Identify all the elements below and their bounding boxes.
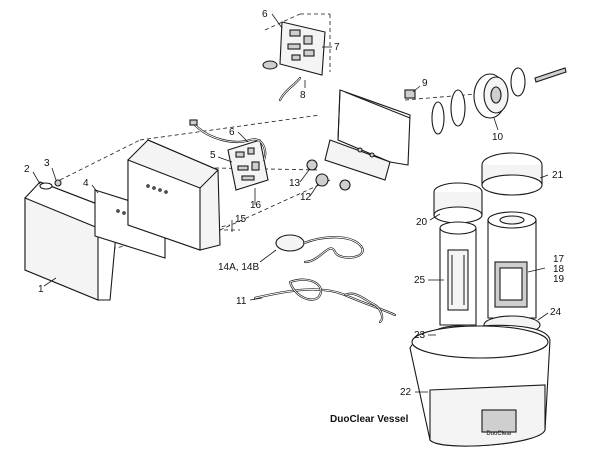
callout-6-upper: 6 [262, 9, 268, 20]
vessel-title: DuoClear Vessel [330, 414, 409, 425]
part-circuit-board-lower [227, 139, 269, 191]
callout-8: 8 [300, 90, 306, 101]
callout-16: 16 [250, 200, 262, 211]
callout-6-lower: 6 [229, 127, 235, 138]
part-housing [127, 139, 221, 251]
callout-23: 23 [414, 330, 426, 341]
part-cap-assembly [431, 67, 567, 135]
part-fittings [306, 159, 351, 191]
callout-19: 19 [553, 274, 565, 285]
part-wire-harness [189, 119, 267, 162]
callout-24: 24 [550, 307, 562, 318]
callout-2: 2 [24, 164, 30, 175]
callout-7: 7 [334, 42, 340, 53]
part-mounting-bracket [324, 89, 411, 181]
part-circuit-board-upper [262, 21, 326, 76]
callout-4: 4 [83, 178, 89, 189]
part-left-cap [433, 182, 483, 224]
callout-13: 13 [289, 178, 301, 189]
callout-18: 18 [553, 264, 565, 275]
part-vessel-base: DuoClear [409, 324, 551, 447]
callout-25: 25 [414, 275, 426, 286]
part-right-cartridge [487, 211, 537, 319]
callout-21: 21 [552, 170, 564, 181]
part-cable [278, 76, 302, 102]
callout-1: 1 [38, 284, 44, 295]
part-screw [54, 179, 62, 187]
part-left-cartridge [439, 221, 477, 326]
callout-22: 22 [400, 387, 412, 398]
callout-3: 3 [44, 158, 50, 169]
callout-10: 10 [492, 132, 504, 143]
callout-numbers: 1 2 3 4 5 6 6 7 8 9 10 11 12 13 14A, 14B… [24, 9, 565, 398]
part-clip [404, 89, 416, 99]
part-wire-bundle [253, 278, 397, 324]
vessel-logo: DuoClear [486, 431, 511, 437]
callout-9: 9 [422, 78, 428, 89]
callout-5: 5 [210, 150, 216, 161]
callout-12: 12 [300, 192, 312, 203]
callout-14a-14b: 14A, 14B [218, 262, 259, 273]
callout-20: 20 [416, 217, 428, 228]
callout-15: 15 [235, 214, 247, 225]
part-sensor-cable [275, 234, 364, 264]
callout-11: 11 [236, 296, 247, 307]
part-top-ring-cap [481, 152, 543, 196]
leader-lines [32, 13, 549, 393]
callout-17: 17 [553, 254, 565, 265]
